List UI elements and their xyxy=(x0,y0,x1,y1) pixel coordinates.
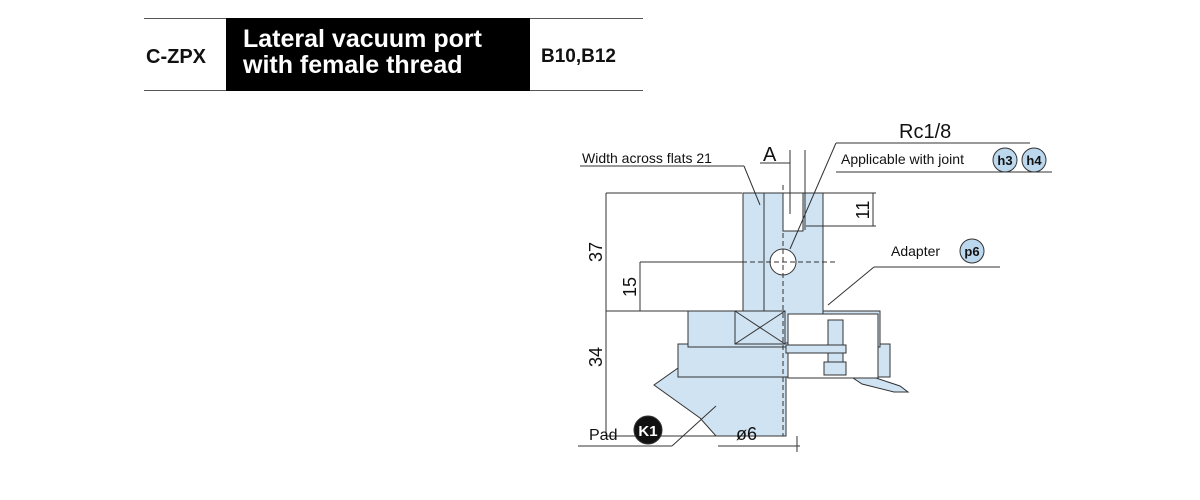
product-code: C-ZPX xyxy=(146,46,206,68)
badge-k1-text: K1 xyxy=(638,423,657,440)
dim-phi6: ø6 xyxy=(736,424,757,444)
bolt-head xyxy=(823,361,847,376)
badge-h4-text: h4 xyxy=(1026,153,1042,168)
label-applicable-joint: Applicable with joint xyxy=(841,151,964,167)
dim-37: 37 xyxy=(586,242,606,262)
badge-h3 xyxy=(992,147,1018,173)
label-adapter: Adapter xyxy=(891,243,940,259)
label-width-across-flats: Width across flats 21 xyxy=(582,150,712,166)
badge-h3-text: h3 xyxy=(997,153,1012,168)
title-box: Lateral vacuum port with female thread xyxy=(226,18,530,91)
adapter-spacer xyxy=(785,344,847,354)
dim-11: 11 xyxy=(853,201,873,220)
title-line-2: with female thread xyxy=(243,51,463,79)
label-rc18: Rc1/8 xyxy=(899,121,951,143)
badge-p6 xyxy=(959,238,985,264)
badge-p6-text: p6 xyxy=(964,244,979,259)
label-pad: Pad xyxy=(589,427,617,444)
title-line-1: Lateral vacuum port xyxy=(243,25,482,53)
bolt-shaft xyxy=(827,319,844,365)
badge-k1 xyxy=(633,415,663,445)
dim-15: 15 xyxy=(620,277,640,297)
label-A: A xyxy=(763,144,777,166)
dim-34: 34 xyxy=(586,347,606,367)
badge-h4 xyxy=(1021,147,1047,173)
series-label: B10,B12 xyxy=(541,46,616,67)
